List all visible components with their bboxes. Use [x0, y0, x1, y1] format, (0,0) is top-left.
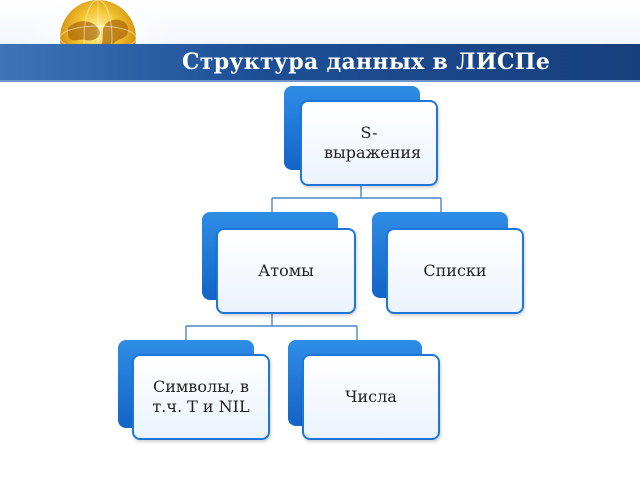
root-node: S-выражения — [300, 100, 438, 186]
lists-node: Списки — [386, 228, 524, 314]
symbols-node: Символы, в т.ч. T и NIL — [132, 354, 270, 440]
slide-title: Структура данных в ЛИСПе — [182, 49, 551, 75]
atoms-node-label: Атомы — [258, 261, 314, 280]
header-band — [0, 44, 640, 80]
slide-header: Структура данных в ЛИСПе — [0, 0, 640, 80]
symbols-node-label: Символы, в т.ч. T и NIL — [152, 377, 250, 416]
lists-node-label: Списки — [423, 261, 487, 280]
atoms-node: Атомы — [216, 228, 356, 314]
header-divider — [0, 80, 640, 82]
root-node-label: S-выражения — [324, 123, 422, 162]
numbers-node: Числа — [302, 354, 440, 440]
numbers-node-label: Числа — [345, 387, 397, 406]
